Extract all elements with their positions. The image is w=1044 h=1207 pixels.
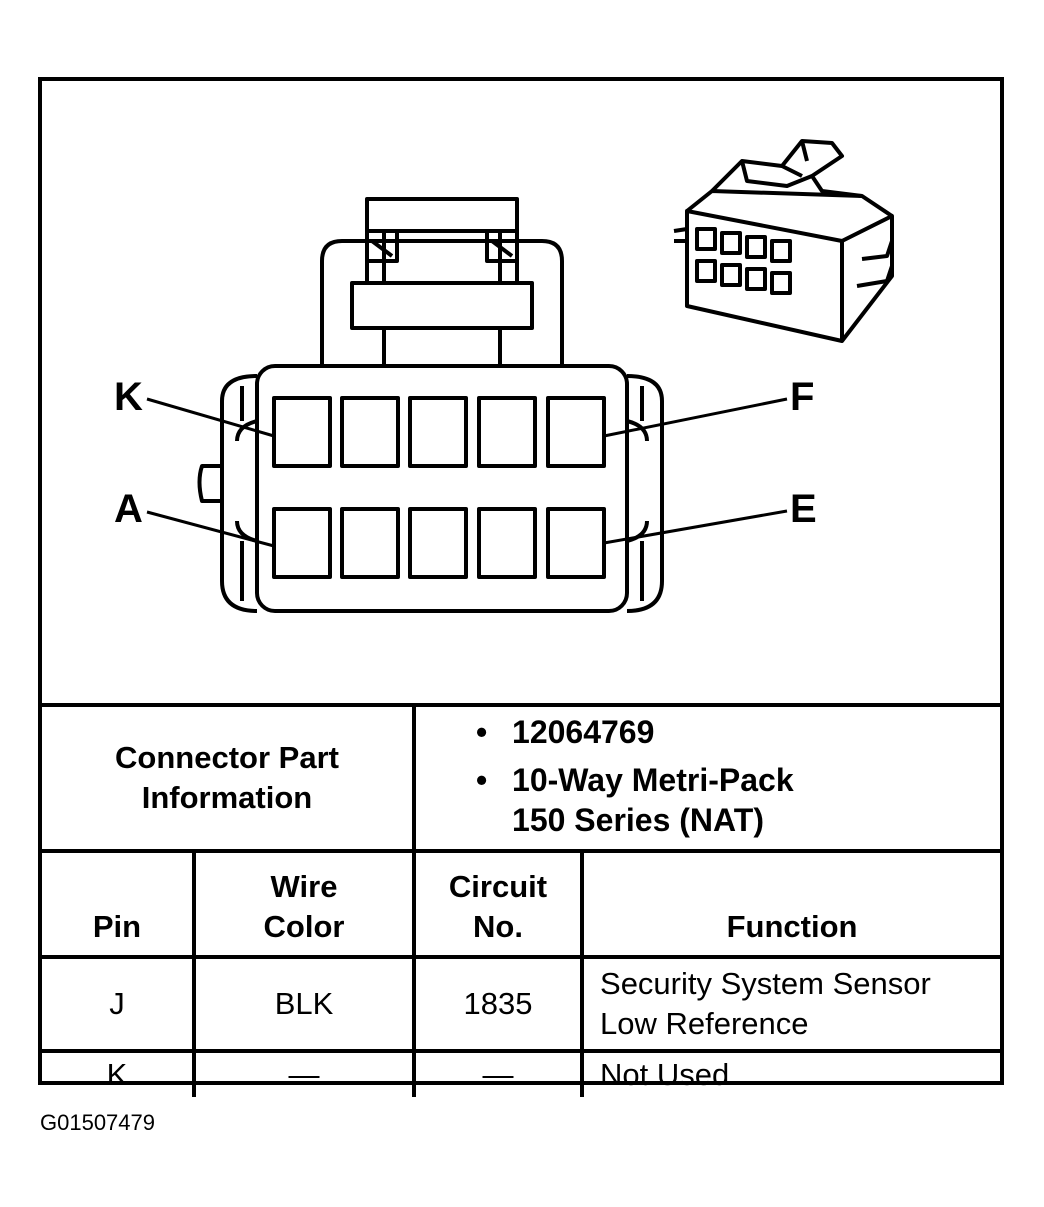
cavity-h [408,396,468,468]
row-function: Not Used [580,1049,1001,1097]
header-pin: Pin [42,849,196,959]
cavity-g [477,396,537,468]
connector-info-list: • 12064769 • 10-Way Metri-Pack 150 Series … [412,703,1001,853]
pinout-table: Connector Part Information • 12064769 • 10… [42,703,1001,1097]
row-function: Security System Sensor Low Reference [580,955,1001,1053]
figure-code: G01507479 [40,1110,155,1135]
cavity-c [408,507,468,579]
table-header-row: Pin Wire Color Circuit No. Function [42,849,1001,959]
pin-label-f: F [790,375,815,419]
pin-label-e: E [790,487,817,531]
cavity-f [546,396,606,468]
pin-label-k: K [114,375,143,419]
row-function-text: Security System Sensor Low Reference [600,966,931,1041]
leader-f [603,397,788,438]
figure-frame: K F A E Connector Part Information • 1206… [38,77,1004,1097]
connector-body [255,364,629,613]
cavity-b [340,507,400,579]
cavity-j [340,396,400,468]
table-row: J BLK 1835 Security System Sensor Low Re… [42,955,1001,1053]
leader-a [146,510,275,548]
cavity-a [272,507,332,579]
row-wire-color: BLK [191,955,417,1053]
connector-iso-view [673,139,894,343]
row-pin: K [42,1049,196,1097]
leader-k [146,397,275,438]
header-circuit-no-text: Circuit No. [448,869,548,944]
connector-part-number: • 12064769 [476,712,1000,752]
bullet-icon: • [476,762,488,798]
row-circuit-no: — [412,1049,585,1097]
header-function: Function [580,849,1001,959]
bullet-icon: • [476,714,488,750]
latch-outline [320,239,564,364]
pin-label-a: A [114,487,143,531]
latch-tab [350,281,534,330]
connector-info-label: Connector Part Information [42,703,417,853]
header-wire-color: Wire Color [191,849,417,959]
row-circuit-no: 1835 [412,955,585,1053]
cavity-k [272,396,332,468]
part-number-text: 12064769 [512,714,655,750]
header-circuit-no: Circuit No. [412,849,585,959]
connector-series: • 10-Way Metri-Pack 150 Series (NAT) [476,760,1000,840]
connector-info-row: Connector Part Information • 12064769 • 10… [42,703,1001,853]
header-wire-color-text: Wire Color [263,869,345,944]
connector-drawing [146,139,894,613]
leader-e [603,509,788,545]
connector-diagram: K F A E [42,81,1000,703]
cavity-d [477,507,537,579]
cavity-e [546,507,606,579]
series-text: 10-Way Metri-Pack 150 Series (NAT) [512,762,794,838]
row-pin: J [42,955,196,1053]
row-wire-color: — [191,1049,417,1097]
table-row: K — — Not Used [42,1049,1001,1097]
